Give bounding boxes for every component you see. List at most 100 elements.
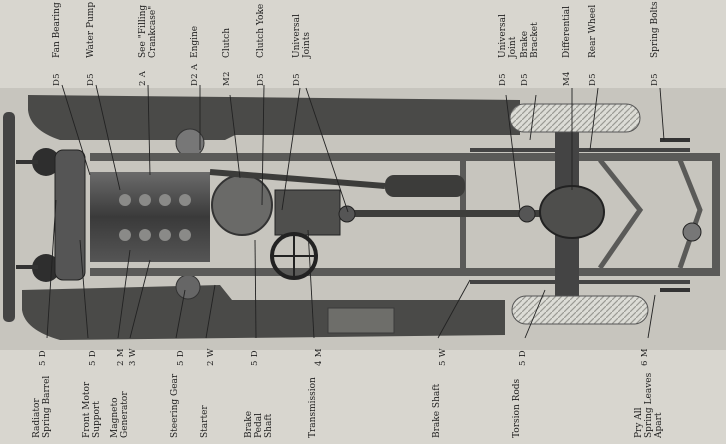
frame-rail-bottom <box>90 268 720 276</box>
bottom-label-code: 5 W <box>438 348 448 366</box>
top-label-code: D5 <box>256 73 266 86</box>
top-label-name: Clutch <box>222 28 232 58</box>
rear-wheel-bottom <box>511 295 649 325</box>
bottom-label-line: Brake Shaft <box>432 383 442 438</box>
bottom-label-name: Brake Shaft <box>432 384 442 438</box>
frame-rear-cross <box>712 153 720 276</box>
bottom-label-line: Support <box>92 401 102 438</box>
bottom-label-line: Starter <box>200 405 210 438</box>
top-label-name: Spring Bolts <box>650 1 660 58</box>
top-label-line: Rear Wheel <box>588 4 598 58</box>
top-label-code: 2 A <box>138 70 148 86</box>
top-label-code: M2 <box>222 71 232 86</box>
leader-lines <box>46 84 665 339</box>
differential <box>539 185 605 239</box>
top-label-line: Clutch <box>222 27 232 58</box>
top-label-line: Bracket <box>530 22 540 58</box>
bottom-label-line: Front Motor <box>82 381 92 438</box>
top-label-line: Crankcase" <box>148 5 158 58</box>
top-label-code: D5 <box>588 73 598 86</box>
headlamp-bottom <box>32 254 60 282</box>
bottom-label-line: Generator <box>120 391 130 438</box>
bottom-label-code: 6 M <box>640 348 650 366</box>
bottom-label-code: 5 D <box>518 350 528 366</box>
transmission-case <box>274 189 341 236</box>
bottom-label-name: Torsion Rods <box>512 379 522 438</box>
bottom-label-line: Brake <box>244 410 254 438</box>
top-label-line: Engine <box>190 25 200 58</box>
bottom-label-code: 2 W <box>206 348 216 366</box>
top-label-code: D5 <box>650 73 660 86</box>
bottom-label-line: Pry All <box>634 407 644 438</box>
bottom-label-line: Spring Barrel <box>42 375 52 438</box>
top-label-line: Clutch Yoke <box>256 3 266 58</box>
starter-motor <box>175 274 201 300</box>
bottom-label-line: Apart <box>654 412 664 438</box>
clutch-housing <box>211 174 273 236</box>
bottom-label-code: 5 D <box>250 350 260 366</box>
top-label-line: Spring Bolts <box>650 1 660 58</box>
top-label-line: Brake <box>520 30 530 58</box>
bottom-label-code: 5 D <box>38 350 48 366</box>
top-label-name: Differential <box>562 6 572 58</box>
driveshaft <box>340 210 540 217</box>
bottom-label-line: Pedal <box>254 413 264 438</box>
top-label-line: Universal <box>498 14 508 58</box>
upper-fender <box>28 95 520 140</box>
bottom-label-line: Steering Gear <box>170 373 180 438</box>
headlamp-top <box>32 148 60 176</box>
top-label-line: Water Pump <box>86 1 96 58</box>
spare-fitting <box>682 222 702 242</box>
front-bumper <box>3 112 15 322</box>
bottom-label-name: Starter <box>200 405 210 438</box>
bottom-label-line: Radiator <box>32 398 42 438</box>
top-label-line: Differential <box>562 6 572 58</box>
top-label-code: D5 <box>292 73 302 86</box>
top-label-code: D5 <box>520 73 530 86</box>
top-label-code: D2 A <box>190 63 200 86</box>
top-label-line: See "Filling <box>138 4 148 58</box>
frame-rail-top <box>90 153 720 161</box>
top-label-code: D5 <box>498 73 508 86</box>
bottom-label-code: 5 D <box>88 350 98 366</box>
bottom-label-name: Transmission <box>308 377 318 438</box>
bottom-label-line: Torsion Rods <box>512 378 522 438</box>
bottom-label-code: 2 M <box>116 348 126 366</box>
bottom-label-line: Transmission <box>308 377 318 438</box>
top-label-line: Fan Bearing <box>52 2 62 58</box>
engine-block <box>90 172 210 262</box>
top-label-line: Joint <box>508 36 518 58</box>
bottom-label-line: Magneto <box>110 397 120 439</box>
bottom-label-line: Spring Leaves <box>644 372 654 438</box>
top-label-line: Joints <box>302 32 312 58</box>
top-label-name: Engine <box>190 26 200 58</box>
top-label-code: D5 <box>52 73 62 86</box>
bottom-label-code: 5 D <box>176 350 186 366</box>
rear-wheel-top <box>509 103 641 133</box>
bottom-label-code: 4 M <box>314 348 324 366</box>
bottom-label-name: Steering Gear <box>170 374 180 438</box>
top-label-line: Universal <box>292 14 302 58</box>
top-label-code: D5 <box>86 73 96 86</box>
bottom-label-code-secondary: 3 W <box>128 348 138 366</box>
running-board-box <box>327 307 395 334</box>
bottom-label-line: Shaft <box>264 413 274 438</box>
muffler <box>385 175 465 197</box>
top-label-name: Rear Wheel <box>588 5 598 58</box>
top-label-name: Clutch Yoke <box>256 4 266 58</box>
top-label-name: Fan Bearing <box>52 2 62 58</box>
radiator <box>54 149 86 281</box>
top-label-code: M4 <box>562 71 572 86</box>
top-label-name: Water Pump <box>86 2 96 58</box>
